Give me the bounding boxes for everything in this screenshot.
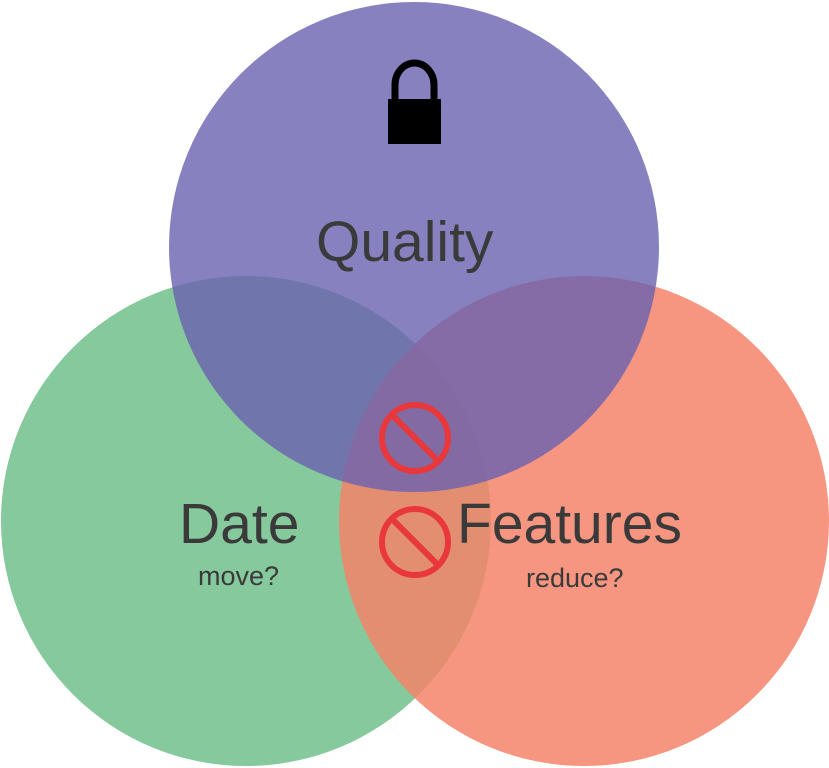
features-sublabel: reduce? bbox=[526, 563, 624, 593]
date-label: Date bbox=[179, 492, 300, 556]
no-symbol-icon-top bbox=[379, 402, 451, 474]
quality-circle bbox=[169, 2, 659, 492]
no-symbol-icon-bottom bbox=[379, 506, 451, 578]
quality-label: Quality bbox=[316, 210, 494, 274]
lock-icon bbox=[388, 59, 441, 144]
features-label: Features bbox=[457, 492, 682, 556]
date-sublabel: move? bbox=[198, 561, 280, 591]
